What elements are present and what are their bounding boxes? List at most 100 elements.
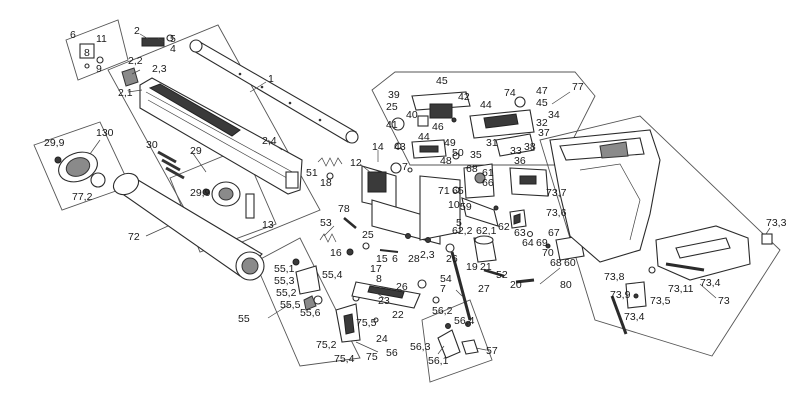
label-44-b: 44 xyxy=(480,99,492,111)
label-67: 67 xyxy=(548,227,560,239)
adjuster-56 xyxy=(437,321,471,359)
label-61: 61 xyxy=(482,167,494,179)
label-55-1: 55,1 xyxy=(274,263,295,275)
label-32: 32 xyxy=(536,117,548,129)
sight-body-right xyxy=(452,96,535,160)
label-14: 14 xyxy=(372,141,384,153)
label-2-2: 2,2 xyxy=(128,55,143,67)
cylinder-cap-130 xyxy=(54,151,106,188)
rod-54-27 xyxy=(445,243,472,321)
screw-73-4 xyxy=(610,295,628,335)
label-35: 35 xyxy=(470,149,482,161)
label-75-5: 75,5 xyxy=(356,317,377,329)
label-73-11: 73,11 xyxy=(668,283,694,295)
label-28: 28 xyxy=(408,253,420,265)
label-44-a: 44 xyxy=(418,131,430,143)
label-22: 22 xyxy=(392,309,404,321)
grip-stock-73 xyxy=(549,129,661,263)
trigger-assembly-55 xyxy=(292,258,323,311)
label-57: 57 xyxy=(486,345,498,357)
label-48: 48 xyxy=(440,155,452,167)
label-34: 34 xyxy=(548,109,560,121)
label-9: 9 xyxy=(96,63,102,75)
label-16: 16 xyxy=(330,247,342,259)
label-68-b: 68 xyxy=(550,257,562,269)
label-4: 4 xyxy=(170,43,176,55)
label-27: 27 xyxy=(478,283,490,295)
label-54: 54 xyxy=(440,273,452,285)
label-70: 70 xyxy=(542,247,554,259)
small-parts-center xyxy=(319,217,431,256)
label-52: 52 xyxy=(496,269,508,281)
label-23: 23 xyxy=(378,295,390,307)
label-26-b: 26 xyxy=(396,281,408,293)
bracket-73-7 xyxy=(509,167,549,197)
label-78: 78 xyxy=(338,203,350,215)
group-frame-6-11 xyxy=(65,19,129,81)
label-41: 41 xyxy=(386,119,398,131)
spring-51 xyxy=(317,157,343,180)
label-2-4: 2,4 xyxy=(262,135,277,147)
label-7-b: 7 xyxy=(440,283,446,295)
label-56-1: 56,1 xyxy=(428,355,449,367)
action-block xyxy=(361,162,461,245)
label-73: 73 xyxy=(718,295,730,307)
label-29-9-b: 29,9 xyxy=(190,187,211,199)
label-39: 39 xyxy=(388,89,400,101)
label-75-2: 75,2 xyxy=(316,339,337,351)
group-frame-77 xyxy=(371,71,596,166)
pin-52 xyxy=(483,268,505,278)
label-73-3: 73,3 xyxy=(766,217,787,229)
label-55-6: 55,6 xyxy=(300,307,321,319)
label-77: 77 xyxy=(572,81,584,93)
label-10: 10 xyxy=(448,199,460,211)
label-24: 24 xyxy=(376,333,388,345)
label-59: 59 xyxy=(460,201,472,213)
label-74: 74 xyxy=(504,87,516,99)
label-69: 69 xyxy=(536,237,548,249)
tube-19-21 xyxy=(473,235,497,263)
label-8-b: 8 xyxy=(376,273,382,285)
label-2-3: 2,3 xyxy=(152,63,167,75)
label-25-b: 25 xyxy=(386,101,398,113)
label-66: 66 xyxy=(482,177,494,189)
label-56: 56 xyxy=(386,347,398,359)
label-64: 64 xyxy=(522,237,534,249)
label-130: 130 xyxy=(96,127,114,139)
label-71: 71 xyxy=(438,185,450,197)
label-73-4-b: 73,4 xyxy=(624,311,645,323)
label-60: 60 xyxy=(564,257,576,269)
label-11: 11 xyxy=(96,33,107,45)
label-19: 19 xyxy=(466,261,478,273)
label-36: 36 xyxy=(514,155,526,167)
label-6-b: 6 xyxy=(392,253,398,265)
rear-sight-assembly xyxy=(391,91,471,159)
label-65: 65 xyxy=(452,185,464,197)
label-21: 21 xyxy=(480,261,492,273)
knob-57 xyxy=(461,339,479,355)
part-73-3 xyxy=(761,233,773,245)
label-73-7: 73,7 xyxy=(546,187,567,199)
label-73-6: 73,6 xyxy=(546,207,567,219)
label-2-3-b: 2,3 xyxy=(420,249,435,261)
group-frame-73 xyxy=(539,115,781,357)
leader-lines xyxy=(89,33,771,355)
label-5: 5 xyxy=(170,33,176,45)
label-50: 50 xyxy=(452,147,464,159)
label-2: 2 xyxy=(134,25,140,37)
label-30: 30 xyxy=(146,139,158,151)
screws-30 xyxy=(157,150,185,180)
part-6-11-block xyxy=(79,43,104,69)
label-38: 38 xyxy=(524,141,536,153)
label-31: 31 xyxy=(486,137,498,149)
label-20: 20 xyxy=(510,279,522,291)
label-75: 75 xyxy=(366,351,378,363)
label-73-4-a: 73,4 xyxy=(700,277,721,289)
label-2-1: 2,1 xyxy=(118,87,133,99)
valve-parts-59-63 xyxy=(461,197,534,238)
label-1: 1 xyxy=(268,73,274,85)
label-53: 53 xyxy=(320,217,332,229)
label-12: 12 xyxy=(350,157,362,169)
label-63: 63 xyxy=(514,227,526,239)
